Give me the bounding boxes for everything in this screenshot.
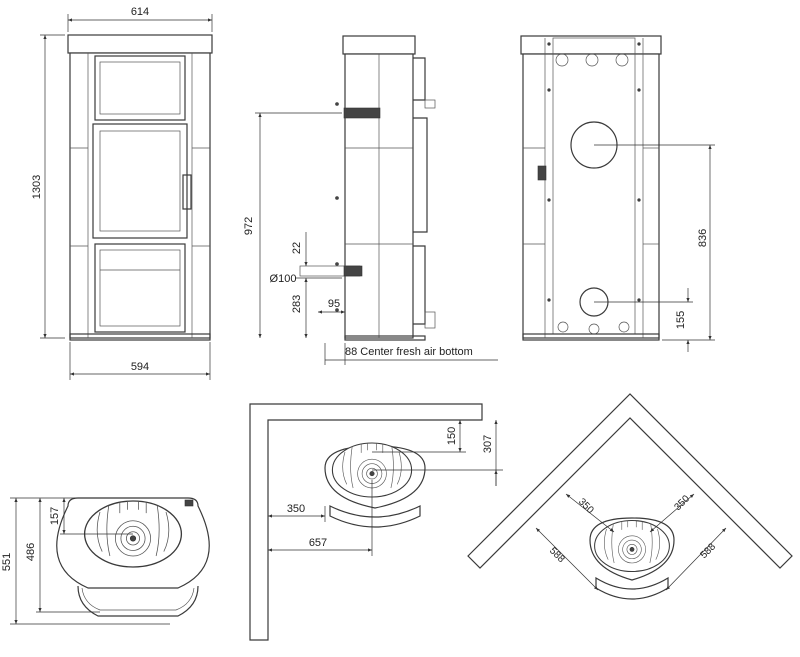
dim-350: 350 (287, 503, 305, 515)
flue-outlet-top (343, 107, 381, 119)
dim-diameter: Ø100 (270, 273, 297, 285)
front-top-plate (67, 34, 213, 54)
dim-307: 307 (482, 435, 494, 453)
wall-outline (249, 403, 483, 641)
fresh-air-label: 88 Center fresh air bottom (345, 346, 473, 358)
dim-486: 486 (25, 543, 37, 561)
dim-150: 150 (446, 427, 458, 445)
dim-22: 22 (291, 242, 303, 254)
dim-157: 157 (49, 507, 61, 525)
dim-corner-350-left: 350 (576, 496, 596, 516)
dim-corner-588-right: 588 (698, 541, 718, 561)
wall-view: 150 307 350 657 (249, 403, 503, 641)
dim-outlet-height: 972 (243, 217, 255, 235)
front-lower-compartment (94, 243, 186, 333)
dim-corner-588-left: 588 (547, 545, 567, 565)
door-glass (99, 130, 181, 232)
dim-95: 95 (328, 298, 340, 310)
front-body (69, 52, 211, 339)
dim-551: 551 (1, 553, 13, 571)
fire-door (92, 123, 188, 239)
corner-view: 350 350 588 588 (467, 393, 793, 600)
back-view: 836 155 (520, 35, 715, 352)
front-view: 614 594 1303 (31, 6, 213, 380)
dim-width-bottom: 594 (131, 361, 149, 373)
front-upper-compartment (94, 55, 186, 121)
door-handle (182, 174, 192, 210)
plan-front-door (77, 585, 199, 617)
dim-283: 283 (291, 295, 303, 313)
plan-view: 157 486 551 (1, 497, 210, 625)
corner-walls (467, 393, 793, 569)
dim-657: 657 (309, 537, 327, 549)
dim-width-top: 614 (131, 6, 149, 18)
dim-height: 1303 (31, 175, 43, 199)
side-view: 972 22 Ø100 283 95 88 Center fresh air b… (243, 35, 498, 365)
dim-155: 155 (675, 311, 687, 329)
dim-836: 836 (697, 229, 709, 247)
